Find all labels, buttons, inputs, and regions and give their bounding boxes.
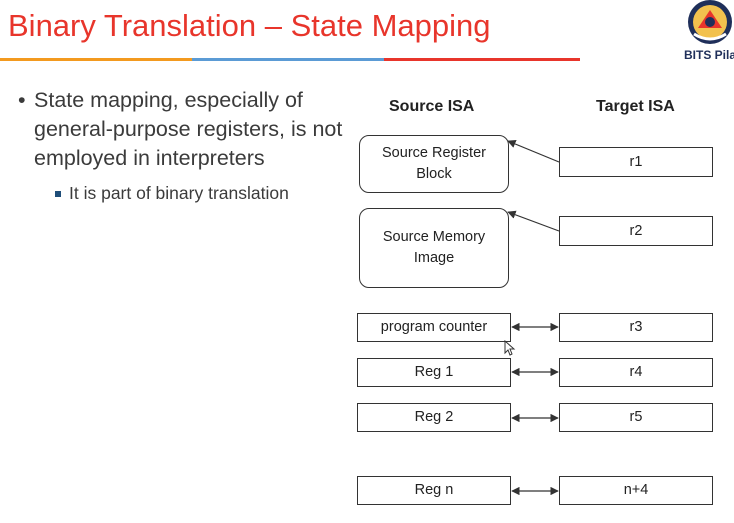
mouse-cursor-icon bbox=[504, 340, 516, 356]
source-memory-image-box: Source Memory Image bbox=[359, 208, 509, 288]
arrow-r2-to-memory-image bbox=[507, 210, 560, 232]
sub-bullet-item: It is part of binary translation bbox=[55, 181, 348, 205]
title-rule-red bbox=[384, 58, 580, 61]
reg-1-box: Reg 1 bbox=[357, 358, 511, 387]
target-r5-box: r5 bbox=[559, 403, 713, 432]
target-r1-box: r1 bbox=[559, 147, 713, 177]
target-r2-box: r2 bbox=[559, 216, 713, 246]
reg-2-box: Reg 2 bbox=[357, 403, 511, 432]
target-n-plus-4-box: n+4 bbox=[559, 476, 713, 505]
sub-bullet-text: It is part of binary translation bbox=[69, 183, 289, 203]
source-register-block-box: Source Register Block bbox=[359, 135, 509, 193]
target-r3-box: r3 bbox=[559, 313, 713, 342]
source-isa-header: Source ISA bbox=[389, 98, 475, 115]
bullet-list: • State mapping, especially of general-p… bbox=[18, 86, 348, 205]
bullet-item: • State mapping, especially of general-p… bbox=[18, 86, 348, 173]
title-rule-orange bbox=[0, 58, 192, 61]
target-isa-header: Target ISA bbox=[596, 98, 675, 115]
target-r4-box: r4 bbox=[559, 358, 713, 387]
reg-n-box: Reg n bbox=[357, 476, 511, 505]
bullet-text: State mapping, especially of general-pur… bbox=[34, 88, 343, 170]
bullet-dot-icon: • bbox=[18, 88, 26, 112]
bits-logo-icon bbox=[684, 0, 734, 48]
program-counter-box: program counter bbox=[357, 313, 511, 342]
logo-text: BITS Pila bbox=[684, 48, 734, 62]
title-rule-blue bbox=[192, 58, 384, 61]
arrow-r1-to-register-block bbox=[507, 139, 560, 163]
square-bullet-icon bbox=[55, 191, 61, 197]
slide-title: Binary Translation – State Mapping bbox=[8, 8, 491, 43]
